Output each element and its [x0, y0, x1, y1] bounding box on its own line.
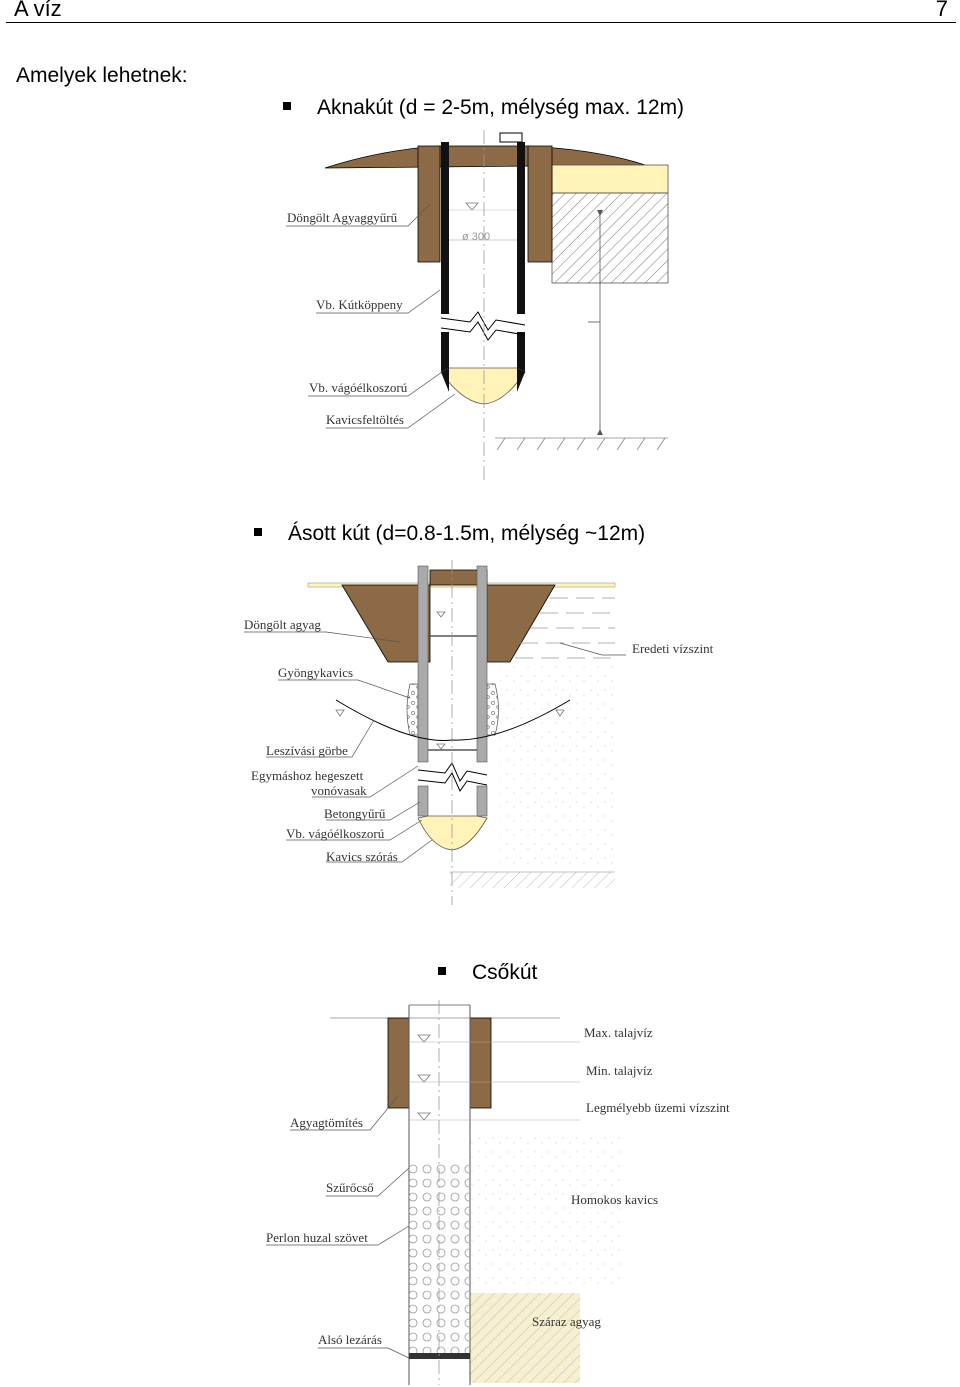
label-szurocso: Szűrőcső — [326, 1180, 374, 1195]
diagram-asott-kut: Döngölt agyag Gyöngykavics Eredeti vízsz… — [244, 560, 714, 905]
well-wall-right — [517, 142, 525, 314]
gravel-pack-left — [406, 683, 419, 736]
intro-text: Amelyek lehetnek: — [16, 64, 188, 87]
filter-pipe — [409, 1163, 470, 1353]
topsoil-layer — [551, 164, 669, 194]
heading-asott-kut: Ásott kút (d=0.8-1.5m, mélység ~12m) — [254, 522, 645, 546]
well-wall-left-lower — [441, 332, 449, 372]
label-agyagtomites: Agyagtömítés — [290, 1115, 363, 1130]
page-number: 7 — [935, 0, 948, 21]
ground-hatch — [496, 437, 666, 451]
well-wall-right-lower — [517, 332, 525, 372]
label-min-talajviz: Min. talajvíz — [586, 1063, 653, 1078]
break-line — [417, 761, 488, 783]
hatched-soil — [551, 192, 669, 284]
label-szaraz-agyag: Száraz agyag — [532, 1314, 601, 1329]
label-max-talajviz: Max. talajvíz — [584, 1025, 653, 1040]
label-homokos-kavics: Homokos kavics — [571, 1192, 658, 1207]
cutting-edge-right — [517, 368, 525, 392]
label-gyongykavics: Gyöngykavics — [278, 665, 353, 680]
label-perlon: Perlon huzal szövet — [266, 1230, 368, 1245]
sand-region — [470, 1130, 620, 1290]
label-kutkoppeny: Vb. Kútköppeny — [316, 297, 403, 312]
page-header: A víz 7 — [0, 0, 960, 24]
bottom-closure — [409, 1353, 470, 1359]
label-vagoelkoszoru: Vb. vágóélkoszorú — [309, 380, 408, 395]
heading-csokut-text: Csőkút — [472, 961, 538, 984]
break-line — [440, 321, 526, 341]
clay-ring-right — [527, 145, 553, 263]
gravel-bottom — [417, 815, 488, 851]
label-vonovasak-line1: Egymáshoz hegeszett — [251, 768, 364, 783]
label-eredeti-vizszint: Eredeti vízszint — [632, 641, 714, 656]
break-line — [417, 771, 488, 793]
clay-ring-left — [417, 145, 441, 263]
leader-lines — [266, 1095, 410, 1359]
heading-csokut: Csőkút — [438, 961, 537, 985]
cutting-edge-left — [441, 368, 449, 392]
chapter-title: A víz — [14, 0, 62, 21]
bullet-icon — [283, 102, 291, 111]
sand-area — [500, 665, 615, 870]
label-vonovasak-line2: vonóvasak — [311, 783, 367, 798]
bullet-icon — [254, 528, 262, 537]
well-cover — [499, 132, 523, 143]
label-kavics-szoras: Kavics szórás — [326, 849, 398, 864]
heading-aknakut: Aknakút (d = 2-5m, mélység max. 12m) — [283, 96, 684, 120]
heading-aknakut-text: Aknakút (d = 2-5m, mélység max. 12m) — [317, 96, 685, 119]
label-dongolt-agyag: Döngölt agyag — [244, 617, 321, 632]
water-lines — [515, 597, 615, 659]
header-rule — [6, 22, 956, 23]
label-legmelyebb: Legmélyebb üzemi vízszint — [586, 1100, 730, 1115]
water-level-icon — [465, 202, 479, 211]
leader-lines — [286, 203, 456, 429]
diameter-label: ø 300 — [462, 231, 490, 243]
water-level-icon — [436, 611, 446, 750]
label-also-lezaras: Alsó lezárás — [318, 1332, 382, 1347]
label-kavicsfeltoltes: Kavicsfeltöltés — [326, 412, 404, 427]
clay-seal-left — [387, 1017, 410, 1109]
break-line — [440, 311, 526, 331]
label-dongolt-agyaggyuru: Döngölt Agyaggyűrű — [287, 210, 398, 225]
label-leszivasi-gorbe: Leszívási görbe — [266, 743, 348, 758]
well-wall-left — [441, 142, 449, 314]
leader-lines — [244, 631, 626, 863]
bullet-icon — [438, 967, 446, 976]
concrete-ring-left — [417, 565, 429, 763]
bottom-layer — [450, 872, 615, 888]
concrete-ring-right — [476, 565, 488, 763]
water-level-lines — [409, 1041, 580, 1121]
diagram-aknakut: ø 300 Döngölt Agyaggyűrű Vb. Kútköppeny … — [286, 130, 669, 480]
diagram-csokut: Max. talajvíz Min. talajvíz Agyagtömítés… — [266, 1000, 730, 1385]
gravel-fill — [440, 367, 526, 405]
label-vagoelkoszoru-2: Vb. vágóélkoszorú — [286, 826, 385, 841]
heading-asott-kut-text: Ásott kút (d=0.8-1.5m, mélység ~12m) — [288, 522, 646, 545]
gravel-pack-right — [486, 683, 499, 736]
water-level-icon — [417, 1034, 431, 1121]
clay-seal-right — [469, 1017, 492, 1109]
label-betongyuru: Betongyűrű — [324, 806, 386, 821]
